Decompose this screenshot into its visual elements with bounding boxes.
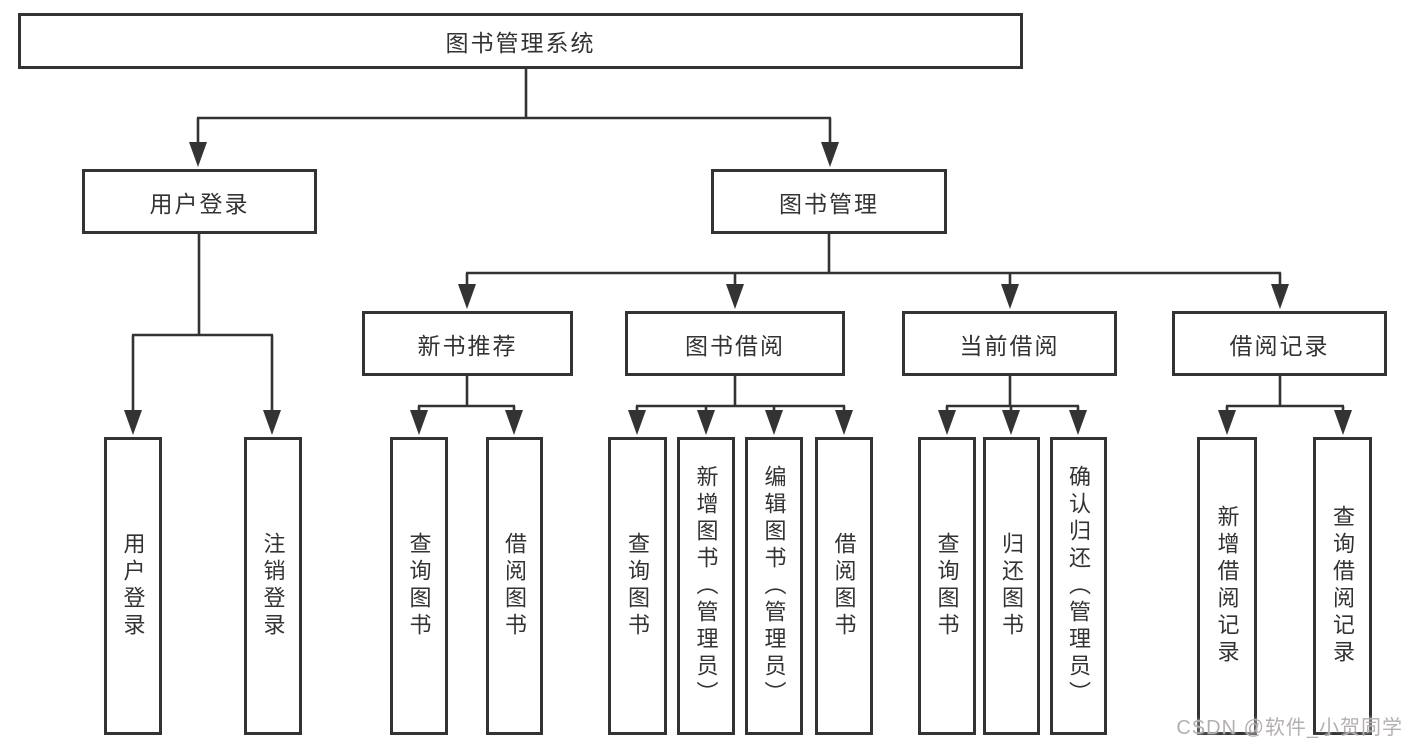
leaf-rec-query-books-label: 查询图书 xyxy=(406,532,432,640)
leaf-user-login: 用户登录 xyxy=(104,437,162,735)
leaf-bb-add-books-admin: 新增图书（管理员） xyxy=(677,437,735,735)
node-user-login: 用户登录 xyxy=(82,169,317,234)
leaf-cb-query-books: 查询图书 xyxy=(918,437,976,735)
leaf-cb-confirm-return-admin: 确认归还（管理员） xyxy=(1050,437,1107,735)
node-current-borrow: 当前借阅 xyxy=(902,311,1117,376)
leaf-bb-edit-books-admin-label: 编辑图书（管理员） xyxy=(761,464,787,708)
node-borrow-records: 借阅记录 xyxy=(1172,311,1387,376)
leaf-cb-return-books: 归还图书 xyxy=(983,437,1040,735)
leaf-cb-confirm-return-admin-label: 确认归还（管理员） xyxy=(1066,464,1092,708)
leaf-bb-add-books-admin-label: 新增图书（管理员） xyxy=(693,464,719,708)
leaf-cb-return-books-label: 归还图书 xyxy=(999,532,1025,640)
leaf-user-login-label: 用户登录 xyxy=(120,532,146,640)
csdn-watermark: CSDN @软件_小贺同学 xyxy=(1176,717,1403,739)
leaf-logout-login: 注销登录 xyxy=(244,437,302,735)
leaf-br-query-record: 查询借阅记录 xyxy=(1313,437,1372,735)
leaf-rec-borrow-books-label: 借阅图书 xyxy=(502,532,528,640)
leaf-br-query-record-label: 查询借阅记录 xyxy=(1330,505,1356,667)
leaf-rec-query-books: 查询图书 xyxy=(390,437,448,735)
node-root: 图书管理系统 xyxy=(18,13,1023,69)
leaf-bb-query-books: 查询图书 xyxy=(608,437,667,735)
node-new-book-recommend: 新书推荐 xyxy=(362,311,573,376)
leaf-br-add-record: 新增借阅记录 xyxy=(1197,437,1257,735)
leaf-bb-query-books-label: 查询图书 xyxy=(625,532,651,640)
leaf-rec-borrow-books: 借阅图书 xyxy=(486,437,543,735)
leaf-bb-edit-books-admin: 编辑图书（管理员） xyxy=(745,437,803,735)
leaf-bb-borrow-books-label: 借阅图书 xyxy=(831,532,857,640)
leaf-cb-query-books-label: 查询图书 xyxy=(934,532,960,640)
leaf-br-add-record-label: 新增借阅记录 xyxy=(1214,505,1240,667)
node-book-borrow: 图书借阅 xyxy=(625,311,845,376)
node-book-management: 图书管理 xyxy=(711,169,947,234)
leaf-bb-borrow-books: 借阅图书 xyxy=(815,437,873,735)
leaf-logout-login-label: 注销登录 xyxy=(260,532,286,640)
